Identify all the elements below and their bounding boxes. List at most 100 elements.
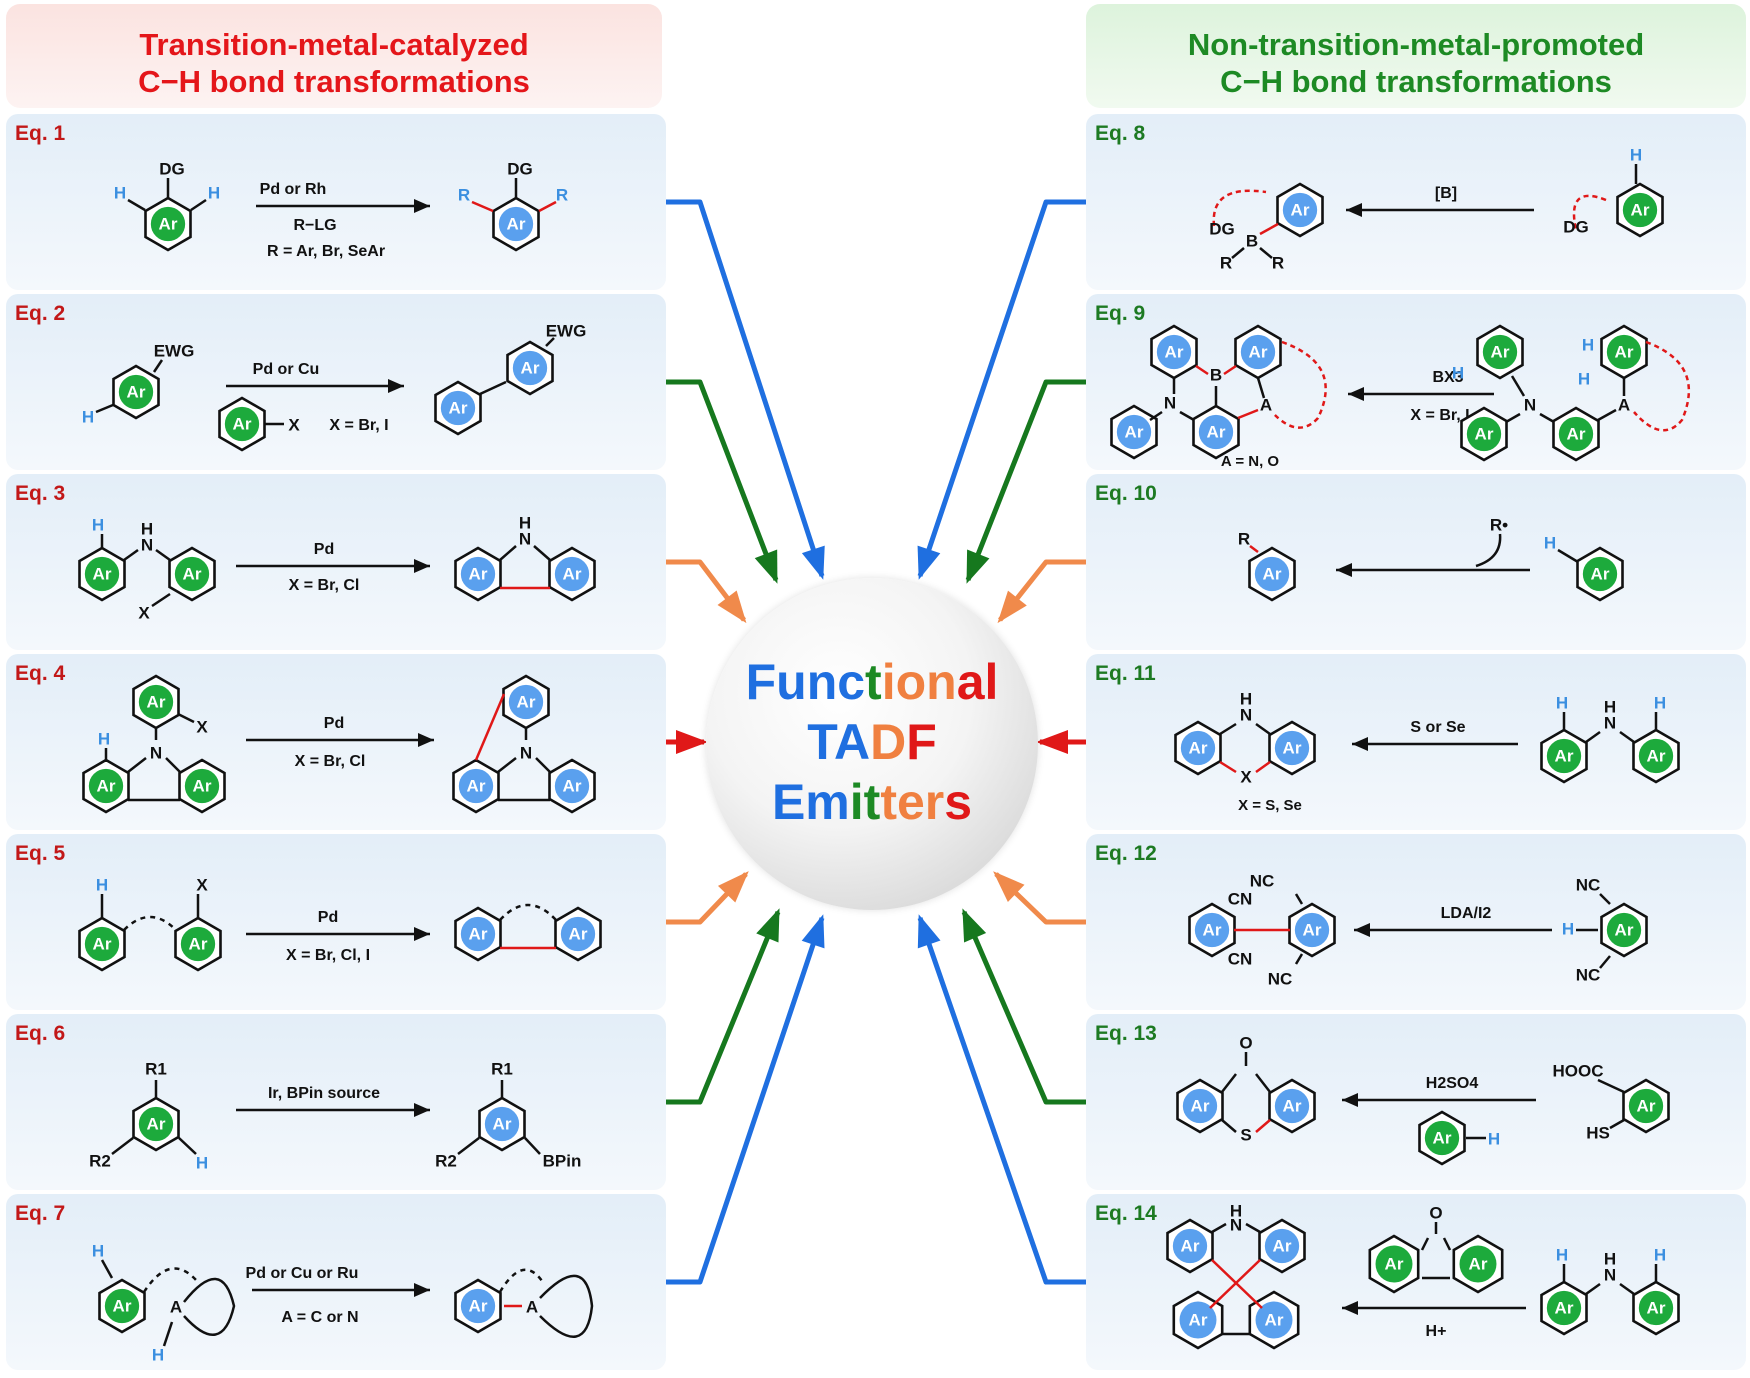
h-atom: H <box>92 1241 104 1260</box>
h-atom: H <box>1544 533 1556 552</box>
ring-label: Ar <box>469 924 488 943</box>
reaction-arrow-head <box>414 559 430 573</box>
equation-label: Eq. 1 <box>15 122 66 145</box>
bond <box>1255 1119 1271 1133</box>
bond <box>524 1137 541 1155</box>
bond <box>127 198 146 212</box>
bond <box>1557 548 1579 564</box>
r1-label: R1 <box>491 1059 513 1078</box>
ring-label: Ar <box>193 776 212 795</box>
bond <box>1179 410 1195 422</box>
aryl-ring-blue: Ar <box>548 758 596 814</box>
tether <box>1572 194 1607 231</box>
r-group: R <box>556 185 568 204</box>
n-atom: N <box>1604 713 1616 732</box>
ring-label: Ar <box>147 692 166 711</box>
aryl-ring-green: Ar <box>1452 1234 1504 1294</box>
tether <box>1633 340 1691 432</box>
x-label: X <box>196 717 208 736</box>
label-text: Pd <box>318 909 338 926</box>
ring-label: Ar <box>127 382 146 401</box>
reaction-arrow-head <box>414 1283 430 1297</box>
title-segment: Func <box>745 654 866 710</box>
r-group: R <box>1220 253 1232 272</box>
n-atom: N <box>141 535 153 554</box>
aryl-ring-green: Ar <box>1632 1280 1680 1336</box>
arrow-eq-left-orange <box>666 871 749 925</box>
x-label: X <box>288 415 300 434</box>
bond <box>1223 364 1237 376</box>
ring-label: Ar <box>93 934 112 953</box>
b-atom: B <box>1210 365 1222 384</box>
aryl-ring-green: Ar <box>168 546 216 602</box>
bond <box>1231 247 1245 259</box>
h-atom: H <box>208 183 220 202</box>
label-text: H2SO4 <box>1426 1075 1479 1092</box>
ring-label: Ar <box>1555 1298 1574 1317</box>
aryl-ring-green: Ar <box>132 1096 180 1152</box>
bond <box>1245 1222 1261 1234</box>
aryl-ring-green: Ar <box>112 364 160 420</box>
x-label: X <box>196 875 208 894</box>
ring-label: Ar <box>517 692 536 711</box>
ring-label: Ar <box>1249 342 1268 361</box>
bond <box>535 757 551 773</box>
bpin-label: BPin <box>543 1151 582 1170</box>
h-atom: H <box>1556 693 1568 712</box>
h-atom: H <box>1452 363 1464 382</box>
a-atom: A <box>170 1297 182 1316</box>
n-atom: N <box>150 743 162 762</box>
n-atom: N <box>1164 393 1176 412</box>
bond <box>1259 222 1279 236</box>
center-title-line: Emitters <box>706 772 1038 832</box>
a-atom: A <box>1618 395 1630 414</box>
ring-label: Ar <box>1637 1096 1656 1115</box>
arrow-eq-right-orange <box>993 871 1086 925</box>
tether <box>498 1268 546 1293</box>
aryl-ring-blue: Ar <box>434 380 482 436</box>
bond <box>1237 408 1259 420</box>
aryl-ring-blue: Ar <box>454 546 502 602</box>
ring-label: Ar <box>1631 200 1650 219</box>
bond <box>100 1259 114 1279</box>
equation-label: Eq. 13 <box>1095 1022 1157 1045</box>
equation-label: Eq. 2 <box>15 302 66 325</box>
bond <box>155 548 171 562</box>
arrow-eq-left-red <box>666 730 708 754</box>
ring-label: Ar <box>1203 920 1222 939</box>
ring-label: Ar <box>189 934 208 953</box>
bond <box>1599 893 1611 905</box>
ring-label: Ar <box>1491 342 1510 361</box>
aryl-ring-blue: Ar <box>1110 404 1158 460</box>
bond <box>479 380 507 396</box>
aryl-ring-green: Ar <box>174 916 222 972</box>
aryl-ring-green: Ar <box>1616 182 1664 238</box>
nh-h: H <box>519 513 531 532</box>
ring-label: Ar <box>1303 920 1322 939</box>
directing-group: DG <box>159 159 185 178</box>
equation-label: Eq. 14 <box>1095 1202 1157 1225</box>
aryl-ring-blue: Ar <box>492 196 540 252</box>
aryl-ring-blue: Ar <box>478 1096 526 1152</box>
aryl-ring-green: Ar <box>1540 728 1588 784</box>
bond <box>1221 1073 1237 1093</box>
ring-label: Ar <box>147 1114 166 1133</box>
equation-label: Eq. 5 <box>15 842 66 865</box>
aryl-ring-green: Ar <box>82 758 130 814</box>
reaction-arrow-head <box>418 733 434 747</box>
aryl-ring-blue: Ar <box>1288 902 1336 958</box>
ring-label: Ar <box>1615 920 1634 939</box>
aryl-ring-blue: Ar <box>1176 1078 1224 1134</box>
aryl-ring-blue: Ar <box>1258 1218 1306 1274</box>
label-text: A = C or N <box>281 1309 358 1326</box>
reaction-arrow-head <box>1342 1301 1358 1315</box>
r-group: R <box>1272 253 1284 272</box>
